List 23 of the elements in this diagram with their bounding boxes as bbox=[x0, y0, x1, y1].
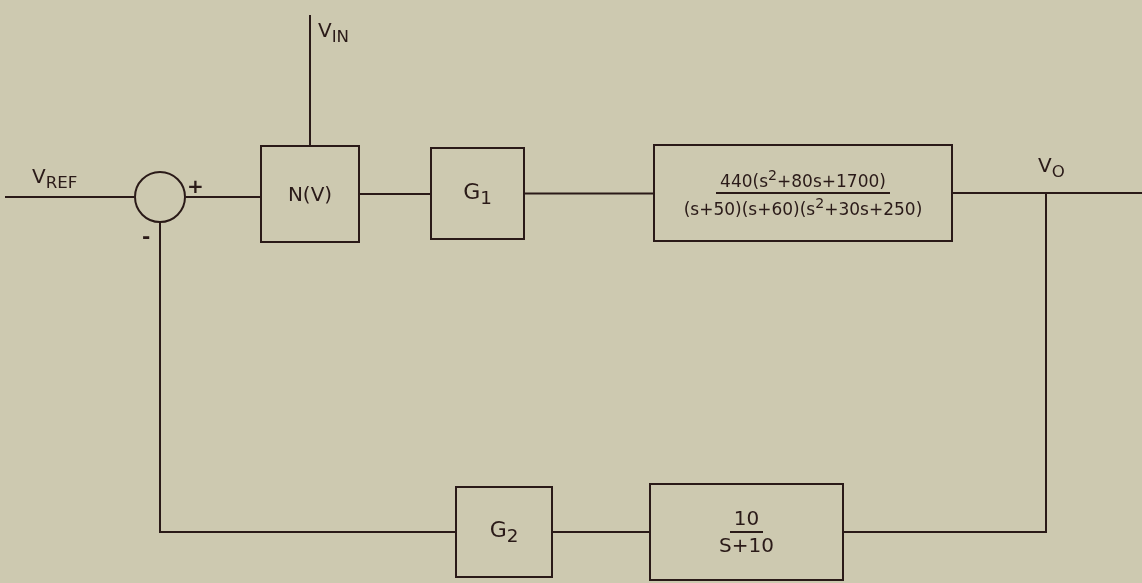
numerator: 10 bbox=[729, 506, 764, 533]
signal-line bbox=[159, 222, 456, 533]
signal-line bbox=[185, 196, 261, 198]
transfer-block bbox=[430, 147, 525, 240]
transfer-block bbox=[260, 145, 360, 243]
numerator: 440(s$^{2}$+80s+1700) bbox=[716, 165, 890, 194]
signal-line bbox=[552, 531, 650, 533]
block-label: N(V) bbox=[286, 181, 334, 207]
transfer-block bbox=[653, 144, 953, 242]
sign-label: + bbox=[187, 176, 204, 196]
signal-line bbox=[4, 196, 135, 198]
signal-line bbox=[309, 14, 311, 146]
signal-line bbox=[524, 192, 654, 195]
block-label: G$_{2}$ bbox=[488, 516, 520, 548]
block-label: G$_{1}$ bbox=[462, 177, 493, 210]
denominator: (s+50)(s+60)(s$^{2}$+30s+250) bbox=[682, 194, 924, 221]
transfer-block bbox=[649, 483, 844, 581]
signal-line bbox=[843, 192, 1047, 533]
signal-line bbox=[359, 193, 431, 195]
denominator: S+10 bbox=[718, 533, 775, 558]
sign-label: - bbox=[142, 226, 151, 246]
summing-junction bbox=[134, 171, 186, 223]
transfer-block bbox=[455, 486, 553, 578]
